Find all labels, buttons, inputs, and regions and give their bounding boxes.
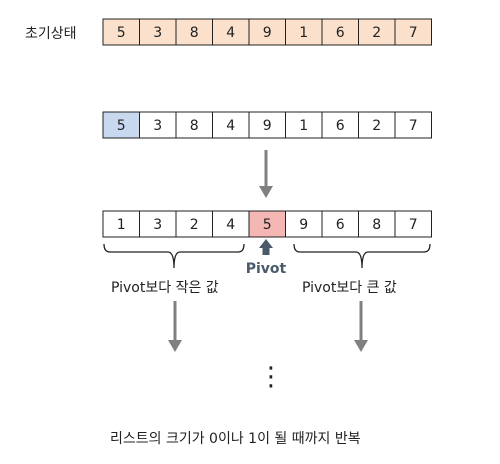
right-group-label: Pivot보다 큰 값 <box>302 280 397 296</box>
left-down-arrow-icon <box>168 340 182 352</box>
initial-row-cell <box>248 18 286 46</box>
initial-row-cell-value: 8 <box>190 25 199 41</box>
partition-row-cell <box>139 210 177 238</box>
initial-row-cell <box>285 18 323 46</box>
select-row-cell-value: 6 <box>336 118 345 134</box>
select-row-cell <box>212 111 250 139</box>
footer-text: 리스트의 크기가 0이나 1이 될 때까지 반복 <box>110 431 361 447</box>
partition-row-cell <box>394 210 432 238</box>
partition-row-cell-value: 8 <box>372 217 381 233</box>
pivot-up-arrow-icon <box>259 239 273 248</box>
pivot-label: Pivot <box>246 261 287 277</box>
partition-row-cell-value: 1 <box>117 217 126 233</box>
partition-row-cell-value: 2 <box>190 217 199 233</box>
initial-row-cell <box>358 18 396 46</box>
left-group-label: Pivot보다 작은 값 <box>111 280 219 296</box>
select-row-cell-value: 1 <box>299 118 308 134</box>
partition-row-cell <box>212 210 250 238</box>
partition-row-cell-value: 7 <box>409 217 418 233</box>
select-row-cell-value: 5 <box>117 118 126 134</box>
select-row-cell <box>248 111 286 139</box>
initial-row-cell-value: 6 <box>336 25 345 41</box>
select-row-cell-value: 4 <box>226 118 235 134</box>
pivot-up-arrow-stem <box>262 248 270 255</box>
select-row-cell <box>285 111 323 139</box>
partition-row-cell-value: 3 <box>153 217 162 233</box>
partition-row-cell <box>285 210 323 238</box>
initial-row-cell-value: 3 <box>153 25 162 41</box>
partition-row-cell-value: 6 <box>336 217 345 233</box>
select-row-cell-value: 2 <box>372 118 381 134</box>
select-row-cell <box>175 111 213 139</box>
right-down-arrow-icon <box>354 340 368 352</box>
initial-row-cell <box>321 18 359 46</box>
initial-row-cell-value: 5 <box>117 25 126 41</box>
initial-row-cell-value: 2 <box>372 25 381 41</box>
select-row-cell-value: 8 <box>190 118 199 134</box>
select-row-cell <box>394 111 432 139</box>
partition-row-cell <box>321 210 359 238</box>
select-row-cell-value: 7 <box>409 118 418 134</box>
initial-row-cell <box>394 18 432 46</box>
partition-row-cell <box>175 210 213 238</box>
ellipsis: ⋮ <box>258 362 284 392</box>
partition-row-cell <box>358 210 396 238</box>
select-row-cell <box>102 111 140 139</box>
initial-row-cell-value: 9 <box>263 25 272 41</box>
right-brace <box>293 243 431 269</box>
initial-row-cell-value: 1 <box>299 25 308 41</box>
select-row-cell <box>139 111 177 139</box>
left-brace <box>103 243 245 269</box>
partition-row-cell-value: 4 <box>226 217 235 233</box>
select-row-cell-value: 3 <box>153 118 162 134</box>
select-row-cell-value: 9 <box>263 118 272 134</box>
partition-row-cell <box>248 210 286 238</box>
initial-row-cell-value: 7 <box>409 25 418 41</box>
initial-state-label: 초기상태 <box>25 26 77 42</box>
partition-row-cell-value: 5 <box>263 217 272 233</box>
initial-row-cell-value: 4 <box>226 25 235 41</box>
down-arrow-icon <box>259 186 273 198</box>
partition-row-cell-value: 9 <box>299 217 308 233</box>
initial-row-cell <box>139 18 177 46</box>
